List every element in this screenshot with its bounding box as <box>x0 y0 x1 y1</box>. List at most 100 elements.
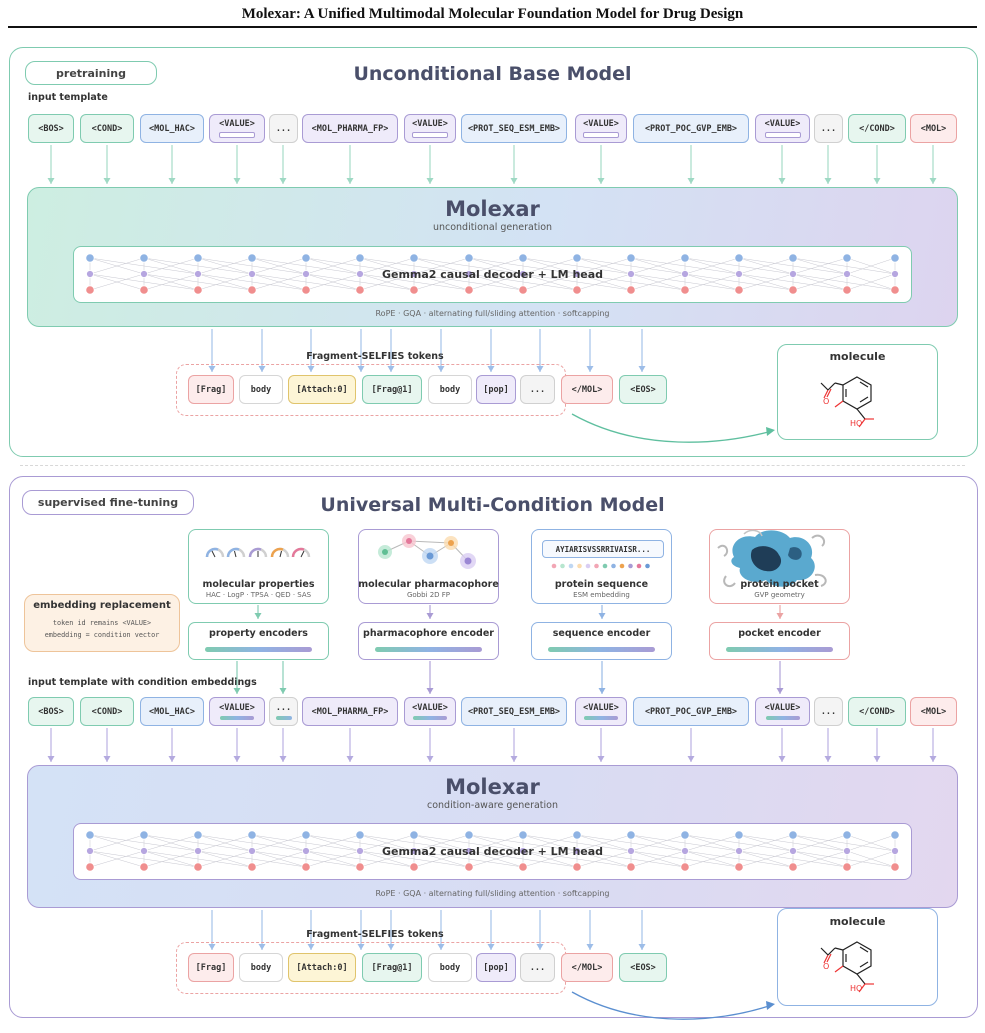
panel-separator <box>20 465 965 466</box>
token-label: </COND> <box>859 123 895 134</box>
input-token: <COND> <box>80 114 134 143</box>
decoder-node <box>572 862 582 872</box>
flow-arrow <box>426 661 434 694</box>
decoder-node <box>890 830 900 840</box>
gauge-icon <box>248 547 268 558</box>
decoder-node <box>788 285 798 295</box>
flow-arrow <box>279 728 287 762</box>
input-token: </COND> <box>848 697 906 726</box>
residue-dot <box>602 563 608 569</box>
fragment-label: Fragment-SELFIES tokens <box>306 929 444 940</box>
input-token: ... <box>814 697 843 726</box>
flow-arrow <box>103 145 111 184</box>
pocket-card-sub: GVP geometry <box>754 591 805 599</box>
decoder-node <box>465 847 473 855</box>
decoder-node <box>193 862 203 872</box>
conditioned-token-row: <BOS><COND><MOL_HAC><VALUE>...<MOL_PHARM… <box>0 697 985 727</box>
value-slot-bar <box>275 716 292 720</box>
model-subtitle: unconditional generation <box>432 222 553 233</box>
decoder-node <box>890 253 900 263</box>
decoder-node <box>680 253 690 263</box>
decoder-node <box>139 862 149 872</box>
flow-arrow <box>824 145 832 184</box>
decoder-node <box>626 862 636 872</box>
token-label: <BOS> <box>38 706 64 717</box>
residue-dot <box>619 563 625 569</box>
fragment-token: body <box>428 375 472 404</box>
pocket-encoder <box>709 622 850 660</box>
token-label: <VALUE> <box>583 119 619 129</box>
input-token: <VALUE> <box>575 697 627 726</box>
token-label: ... <box>275 123 292 134</box>
input-token: <VALUE> <box>575 114 627 143</box>
decoder-node <box>139 253 149 263</box>
token-label: ... <box>275 703 292 713</box>
decoder-node <box>573 270 581 278</box>
flow-arrow <box>437 910 445 950</box>
decoder-node <box>301 830 311 840</box>
decoder-node <box>248 847 256 855</box>
residue-dot <box>560 563 565 569</box>
decoder-node <box>789 847 797 855</box>
decoder-node <box>734 830 744 840</box>
decoder-node <box>788 253 798 263</box>
architecture-footnote: RoPE · GQA · alternating full/sliding at… <box>375 309 610 318</box>
property-card-sub: HAC · LogP · TPSA · QED · SAS <box>205 591 312 599</box>
input-token: <MOL_HAC> <box>140 697 204 726</box>
decoder-node <box>518 862 528 872</box>
flow-arrow <box>426 145 434 184</box>
architecture-footnote: RoPE · GQA · alternating full/sliding at… <box>375 889 610 898</box>
decoder-node <box>85 253 95 263</box>
residue-dot <box>611 563 616 569</box>
decoder-node <box>680 862 690 872</box>
flow-arrow <box>778 728 786 762</box>
token-label: <MOL_HAC> <box>148 123 196 134</box>
molecule-label: molecule <box>829 915 886 928</box>
stage-label: supervised fine-tuning <box>37 496 179 509</box>
token-label: <VALUE> <box>764 119 801 129</box>
value-slot-bar <box>219 132 255 138</box>
model-name: Molexar <box>445 197 540 221</box>
fragment-token: [Attach:0] <box>288 953 356 982</box>
decoder-node <box>842 285 852 295</box>
decoder-node <box>680 285 690 295</box>
decoder-node <box>681 847 689 855</box>
pretraining-stage-pill: pretraining <box>25 61 157 85</box>
decoder-node <box>356 847 364 855</box>
decoder-node <box>140 270 148 278</box>
decoder-node <box>518 253 528 263</box>
flow-arrow <box>687 728 695 762</box>
value-slot-bar <box>413 716 447 720</box>
token-label: ... <box>820 123 837 134</box>
pocket-embedding-strip <box>726 647 833 652</box>
input-token: <COND> <box>80 697 134 726</box>
sequence-embedding-strip <box>548 647 655 652</box>
decoder-node <box>247 285 257 295</box>
token-label: </COND> <box>859 706 895 717</box>
decoder-node <box>85 830 95 840</box>
token-label: <PROT_POC_GVP_EMB> <box>644 706 738 717</box>
decoder-node <box>355 862 365 872</box>
model-name: Molexar <box>445 775 540 799</box>
flow-arrow <box>597 728 605 762</box>
flow-arrow <box>873 728 881 762</box>
decoder-node <box>518 830 528 840</box>
fragment-token: [Frag@1] <box>362 375 422 404</box>
decoder-node <box>409 862 419 872</box>
residue-dot <box>645 563 650 569</box>
decoder-node <box>572 285 582 295</box>
decoder-node <box>573 847 581 855</box>
sequence-card-title: protein sequence <box>554 579 649 590</box>
decoder-node <box>355 285 365 295</box>
flow-arrow <box>638 910 646 950</box>
gauge-icon <box>270 547 290 558</box>
property-card <box>188 529 329 604</box>
property-encoder-label: property encoders <box>209 628 308 639</box>
flow-arrow <box>279 145 287 184</box>
pharmacophore-embedding-strip <box>375 647 482 652</box>
decoder-node <box>842 862 852 872</box>
sequence-encoder-label: sequence encoder <box>552 628 651 639</box>
input-token: <MOL_PHARMA_FP> <box>302 114 398 143</box>
